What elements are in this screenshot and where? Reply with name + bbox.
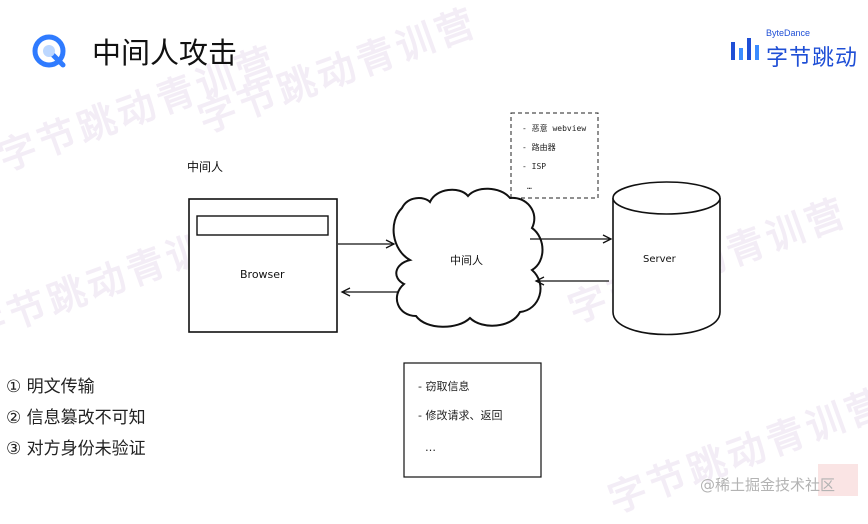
mitm-cloud <box>392 187 544 328</box>
footer-watermark: @稀土掘金技术社区 <box>700 476 836 494</box>
attack-effect-item: - 修改请求、返回 <box>418 408 502 422</box>
attacker-type-item: - 恶意 webview <box>522 123 586 133</box>
attack-effects-box <box>403 362 542 478</box>
page-title: 中间人攻击 <box>92 36 238 70</box>
risk-list: ① 明文传输 ② 信息篡改不可知 ③ 对方身份未验证 <box>6 372 146 465</box>
list-item: ② 信息篡改不可知 <box>6 408 146 428</box>
mitm-label-top: 中间人 <box>187 159 223 174</box>
list-item: ③ 对方身份未验证 <box>6 439 146 459</box>
list-item: ① 明文传输 <box>6 377 95 397</box>
attacker-type-item: … <box>527 182 532 191</box>
attack-effect-item: - 窃取信息 <box>418 379 469 393</box>
attacker-types-box <box>510 112 599 199</box>
mitm-diagram: - 恶意 webview - 路由器 - ISP … 中间人 Browser 中… <box>187 112 721 478</box>
attack-effect-item: … <box>425 441 436 454</box>
attacker-type-item: - 路由器 <box>522 142 556 152</box>
bytedance-logo-icon <box>731 38 759 60</box>
server-label: Server <box>643 254 677 265</box>
app-logo-icon <box>32 34 66 68</box>
attacker-type-item: - ISP <box>522 162 546 171</box>
cloud-label: 中间人 <box>450 254 483 267</box>
corner-decoration <box>818 464 858 496</box>
browser-label: Browser <box>240 268 285 281</box>
browser-address-bar <box>196 215 329 236</box>
brand-name-cn: 字节跳动 <box>766 46 859 71</box>
brand-name-en: ByteDance <box>766 28 811 38</box>
server-cylinder <box>612 198 721 336</box>
